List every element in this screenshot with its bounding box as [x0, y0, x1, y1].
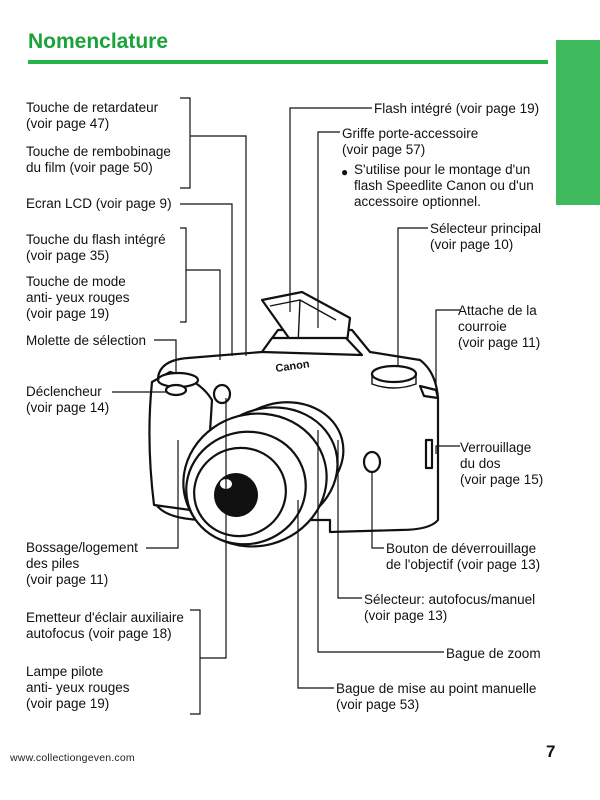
label-touche-retardateur: Touche de retardateur (voir page 47) [26, 100, 159, 131]
label-bague-mise-au-point: Bague de mise au point manuelle (voir pa… [336, 681, 537, 712]
label-mode-yeux-rouges: Touche de mode anti- yeux rouges (voir p… [26, 274, 130, 321]
label-touche-rembobinage: Touche de rembobinage du film (voir page… [26, 144, 171, 175]
footer-url: www.collectiongeven.com [10, 752, 135, 764]
page-number: 7 [546, 742, 556, 761]
section-tab [556, 40, 600, 205]
label-lampe-pilote: Lampe pilote anti- yeux rouges (voir pag… [26, 664, 130, 711]
label-touche-flash: Touche du flash intégré (voir page 35) [26, 232, 166, 263]
label-molette-selection: Molette de sélection [26, 333, 147, 348]
label-bossage-piles: Bossage/logement des piles (voir page 11… [26, 540, 138, 587]
label-bouton-deverrouillage: Bouton de déverrouillage de l'objectif (… [386, 541, 541, 572]
title-rule [28, 60, 548, 64]
label-attache-courroie: Attache de la courroie (voir page 11) [458, 303, 541, 350]
bullet-icon: ● [341, 165, 349, 179]
page-title: Nomenclature [28, 30, 169, 53]
label-selecteur-autofocus: Sélecteur: autofocus/manuel (voir page 1… [364, 592, 536, 623]
label-verrouillage-dos: Verrouillage du dos (voir page 15) [460, 440, 544, 487]
label-griffe-note: S'utilise pour le montage d'un flash Spe… [354, 162, 534, 209]
camera-brand-text: Canon [275, 358, 311, 375]
label-flash-integre: Flash intégré (voir page 19) [374, 101, 540, 116]
label-ecran-lcd: Ecran LCD (voir page 9) [26, 196, 172, 211]
label-declencheur: Déclencheur (voir page 14) [26, 384, 110, 415]
label-selecteur-principal: Sélecteur principal (voir page 10) [430, 221, 542, 252]
label-griffe-accessoire: Griffe porte-accessoire (voir page 57) [342, 126, 479, 157]
label-emetteur-eclair: Emetteur d'éclair auxiliaire autofocus (… [26, 610, 184, 641]
label-bague-zoom: Bague de zoom [446, 646, 541, 661]
